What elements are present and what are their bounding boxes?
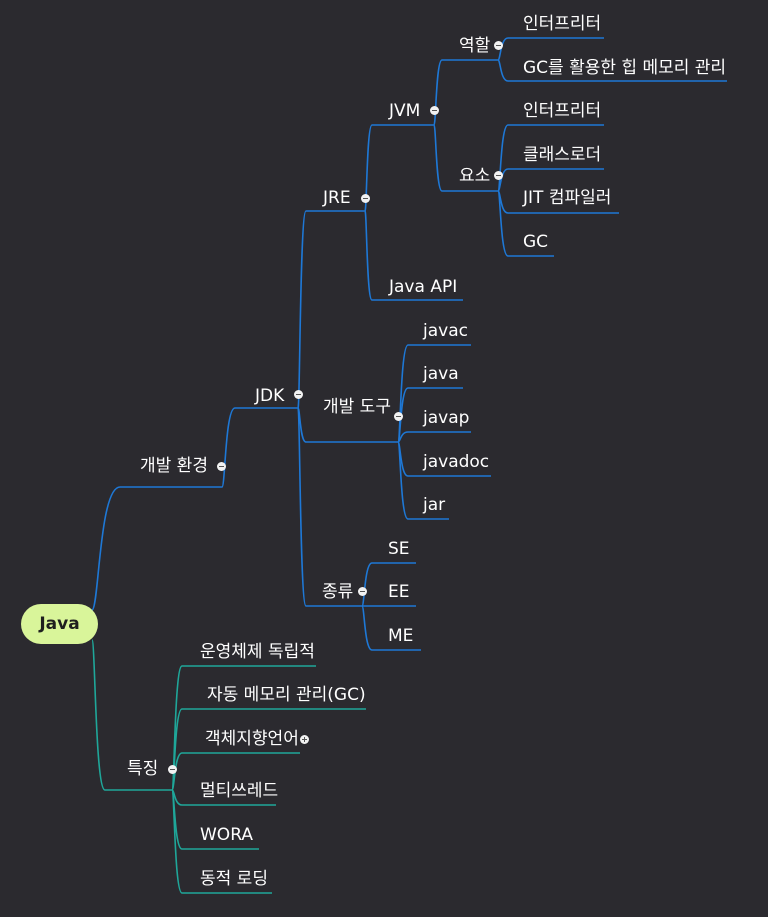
- node-features[interactable]: 특징: [127, 759, 159, 779]
- node-kind-se[interactable]: SE: [388, 539, 410, 559]
- edge-feat-dyn: [171, 789, 272, 894]
- node-elem-gc[interactable]: GC: [523, 232, 549, 252]
- collapse-icon-jvm[interactable]: [430, 106, 439, 115]
- collapse-icon-jre[interactable]: [361, 194, 370, 203]
- node-elem-jit[interactable]: JIT 컴파일러: [523, 188, 612, 208]
- edge-jdk-kinds: [297, 407, 362, 607]
- node-tool-jar[interactable]: jar: [423, 495, 446, 515]
- edge-jre-jvm: [364, 124, 434, 212]
- node-feat-mt[interactable]: 멀티쓰레드: [200, 781, 279, 801]
- node-tool-java[interactable]: java: [423, 364, 459, 384]
- node-kinds[interactable]: 종류: [322, 582, 354, 602]
- edge-elem-gc: [497, 190, 554, 257]
- edge-jre-api: [364, 210, 463, 301]
- collapse-icon-kinds[interactable]: [358, 587, 367, 596]
- collapse-icon-elements[interactable]: [494, 171, 503, 180]
- edge-java-dev-env: [91, 486, 222, 611]
- edge-jvm-role: [433, 59, 498, 126]
- node-elements[interactable]: 요소: [459, 166, 491, 186]
- node-feat-os[interactable]: 운영체제 독립적: [200, 642, 315, 662]
- node-role-interpreter[interactable]: 인터프리터: [523, 14, 602, 34]
- node-feat-wora[interactable]: WORA: [200, 825, 253, 845]
- node-tool-javadoc[interactable]: javadoc: [423, 452, 490, 472]
- node-dev-tools[interactable]: 개발 도구: [323, 397, 391, 417]
- edge-tool-javap: [397, 431, 471, 443]
- node-tool-javap[interactable]: javap: [423, 408, 470, 428]
- edge-env-jdk: [221, 407, 298, 488]
- edge-jvm-elements: [433, 124, 498, 192]
- collapse-icon-jdk[interactable]: [294, 390, 303, 399]
- root-node-java[interactable]: Java: [21, 604, 98, 644]
- node-tool-javac[interactable]: javac: [423, 321, 468, 341]
- expand-icon-oop[interactable]: [300, 735, 309, 744]
- edge-kind-se: [361, 562, 416, 607]
- node-java-api[interactable]: Java API: [389, 277, 458, 297]
- node-feat-dyn[interactable]: 동적 로딩: [200, 869, 268, 889]
- node-jdk[interactable]: JDK: [255, 386, 285, 406]
- edge-java-features: [91, 639, 172, 791]
- node-feat-oop[interactable]: 객체지향언어: [205, 729, 299, 749]
- edge-kind-me: [361, 605, 421, 651]
- node-role-gc[interactable]: GC를 활용한 힙 메모리 관리: [523, 58, 727, 78]
- node-elem-interpreter[interactable]: 인터프리터: [523, 101, 602, 121]
- node-feat-gc[interactable]: 자동 메모리 관리(GC): [207, 685, 366, 705]
- edge-jdk-tools: [297, 407, 398, 443]
- node-kind-me[interactable]: ME: [388, 626, 414, 646]
- node-elem-classloader[interactable]: 클래스로더: [523, 145, 602, 165]
- collapse-icon-dev-tools[interactable]: [394, 412, 403, 421]
- node-role[interactable]: 역할: [459, 36, 491, 56]
- edge-tool-java: [397, 387, 463, 443]
- node-kind-ee[interactable]: EE: [388, 582, 410, 602]
- collapse-icon-dev-env[interactable]: [217, 462, 226, 471]
- node-jvm[interactable]: JVM: [389, 101, 421, 121]
- collapse-icon-features[interactable]: [168, 765, 177, 774]
- collapse-icon-role[interactable]: [494, 41, 503, 50]
- node-jre[interactable]: JRE: [323, 188, 351, 208]
- edge-tool-jar: [397, 441, 449, 520]
- edge-jdk-jre: [297, 210, 365, 409]
- node-dev-env[interactable]: 개발 환경: [140, 456, 208, 476]
- edge-role-gc: [497, 59, 727, 82]
